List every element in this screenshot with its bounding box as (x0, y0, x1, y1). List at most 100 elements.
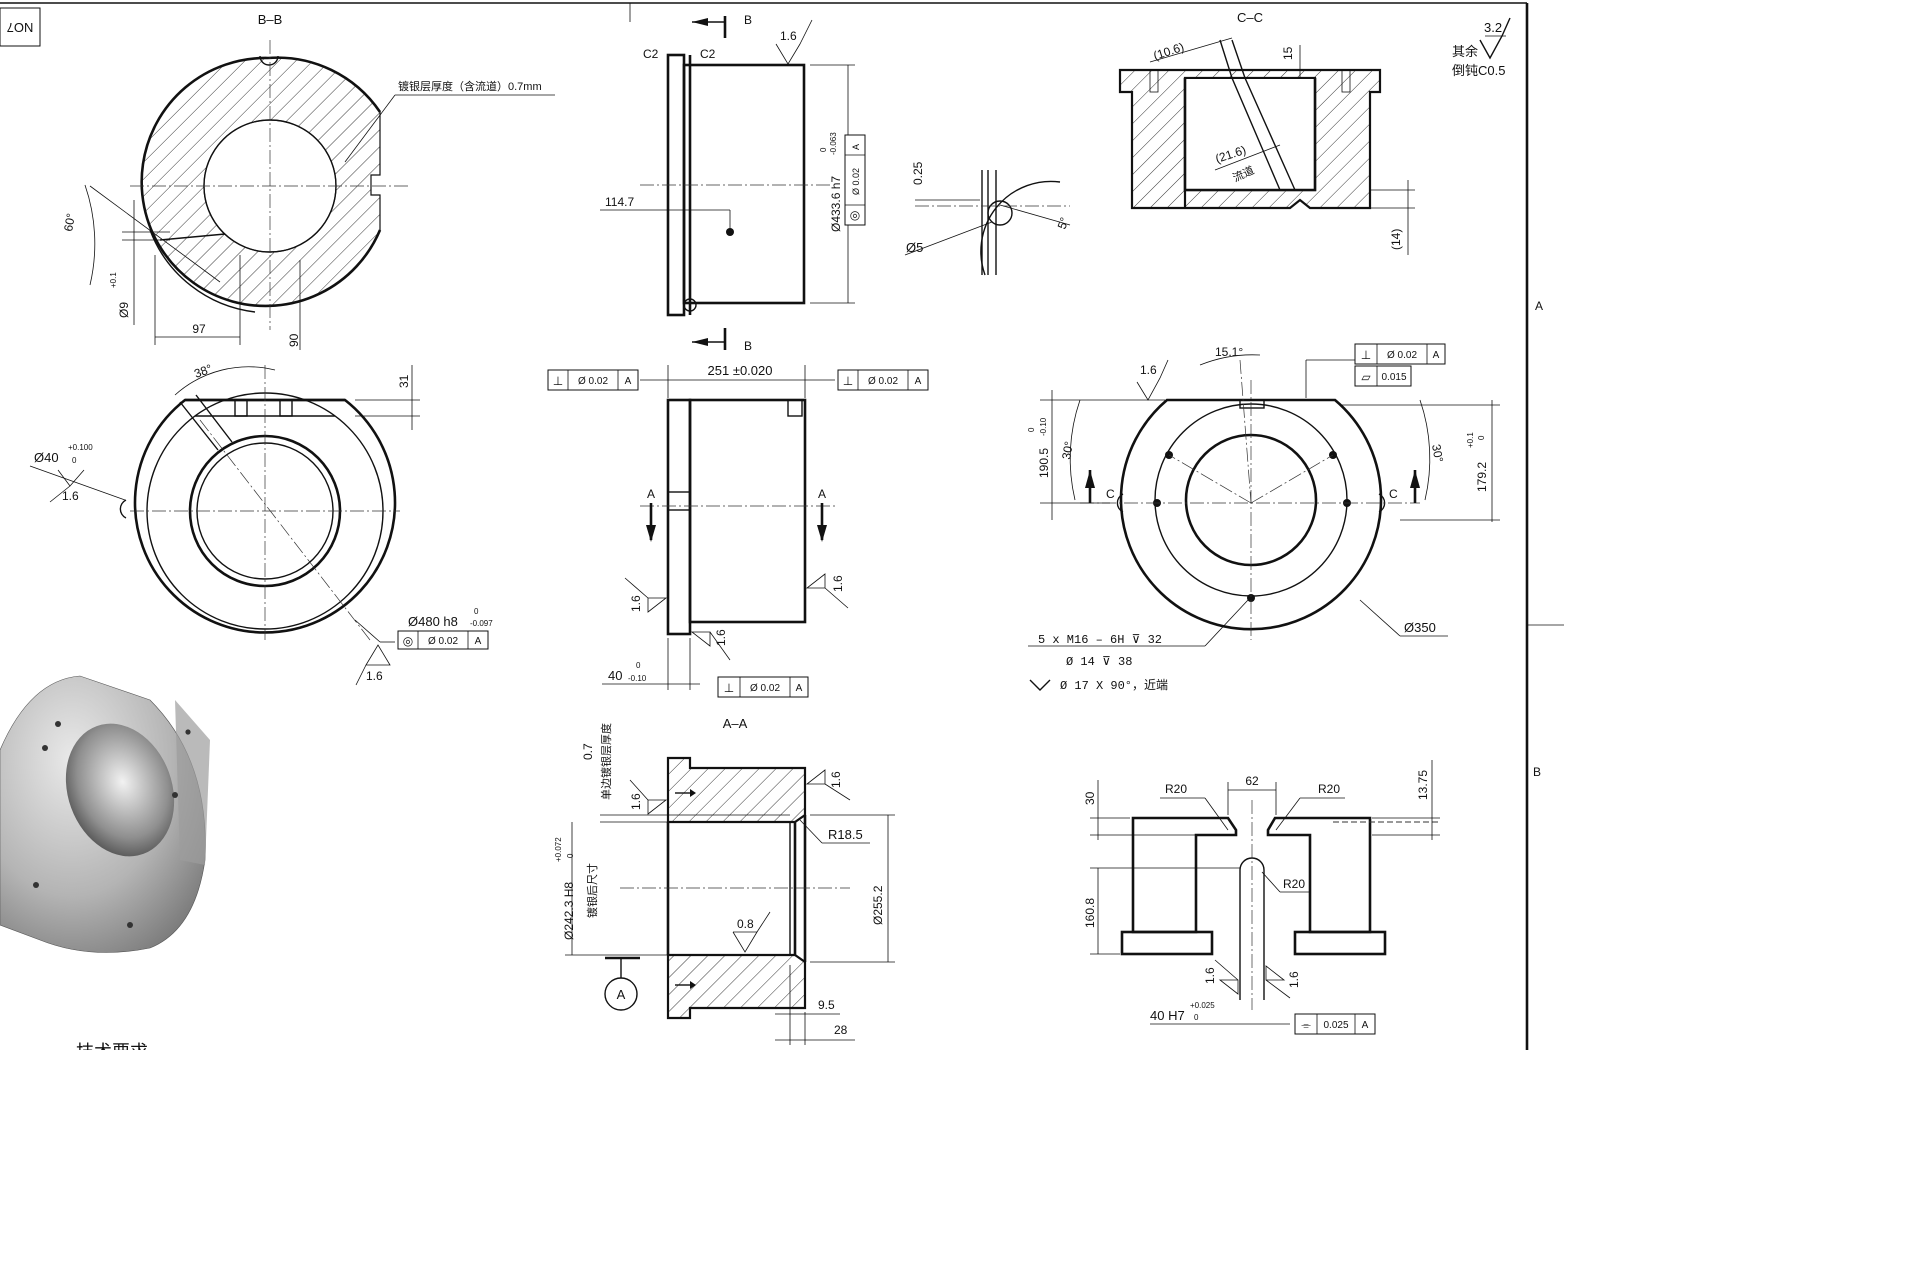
bvr-fcf: ⌯ 0.025 A (1294, 1013, 1376, 1035)
bvr-rough-right: 1.6 (1287, 971, 1301, 988)
svm-fcf-bot-sym: ⊥ (724, 681, 734, 695)
svt-dim-114: 114.7 (605, 195, 634, 209)
tvr-fcf2-val: 0.015 (1381, 372, 1406, 383)
svm-dim-40-tol-low: -0.10 (628, 674, 647, 683)
bvr-fcf-sym: ⌯ (1301, 1018, 1311, 1032)
tvr-fcf1-val: Ø 0.02 (1387, 350, 1417, 361)
tvr-sect-c-left: C (1106, 487, 1115, 501)
general-text-1: 其余 (1452, 44, 1478, 59)
front-outer-tol-low: -0.097 (470, 619, 493, 628)
svm-rough-right-sym (805, 573, 849, 609)
sheet-frame: NO7 A B (0, 2, 1564, 1050)
bvr-rough-left-sym (1214, 959, 1239, 995)
front-bore-tol-up: +0.100 (68, 443, 93, 452)
svt-chamfer-left: C2 (643, 47, 659, 61)
tvr-fcf2-sym: ▱ (1361, 370, 1371, 384)
svm-sect-a-right: A (818, 487, 826, 501)
tvr-angle-left: 30° (1059, 440, 1076, 460)
tvr-dim-1792: 179.2 (1475, 462, 1489, 492)
svm-fcf-right-sym: ⊥ (843, 374, 853, 388)
zone-ref: NO7 (7, 20, 34, 35)
bb-hole-tol: +0.1 (109, 272, 118, 288)
tvr-dim-1792-up: +0.1 (1466, 432, 1475, 448)
svm-sect-a-left: A (647, 487, 655, 501)
aa-rough-3: 0.8 (737, 917, 754, 931)
svt-body (682, 63, 806, 305)
section-cc-view: C–C (10.6) 15 (21.6) 流道 (14) (1118, 10, 1415, 255)
bb-dim-90: 90 (287, 333, 301, 347)
bb-leader-note (344, 94, 396, 163)
tvr-thread-3: Ø 17 X 90°，近端 (1060, 678, 1168, 693)
svm-rough-left: 1.6 (629, 595, 643, 612)
aa-dim-28: 28 (834, 1023, 848, 1037)
bvr-dim-1375: 13.75 (1416, 770, 1430, 800)
bb-hole-dia: Ø9 (117, 302, 131, 318)
svm-fcf-bot-val: Ø 0.02 (750, 683, 780, 694)
general-text-2: 倒钝C0.5 (1452, 63, 1505, 78)
svm-flange (666, 398, 692, 636)
svt-fcf-val: Ø 0.02 (851, 168, 861, 195)
front-angle-38: 38° (192, 361, 214, 380)
front-fcf-datum: A (475, 636, 482, 647)
aa-radius: R18.5 (828, 827, 863, 842)
tvr-fcf-2: ▱ 0.015 (1354, 365, 1412, 387)
bb-outer-edge (140, 56, 382, 308)
aa-rough-3-sym (732, 911, 771, 953)
footer-caption: 技术要求 (76, 1042, 148, 1050)
tvr-rough: 1.6 (1140, 363, 1157, 377)
cc-dim-14: (14) (1389, 229, 1403, 250)
aa-dia-255: Ø255.2 (871, 885, 885, 925)
svt-section-mark-bot: B (744, 339, 752, 353)
front-bore-tol-low: 0 (72, 456, 77, 465)
bvr-slot-up: +0.025 (1190, 1001, 1215, 1010)
svm-fcf-right-val: Ø 0.02 (868, 376, 898, 387)
svm-fcf-right: ⊥ Ø 0.02 A (837, 369, 929, 391)
aa-bore-note: 镀银后尺寸 (585, 863, 599, 918)
aa-dim-95: 9.5 (818, 998, 835, 1012)
tvr-fcf1-datum: A (1433, 350, 1440, 361)
front-angle-arc (174, 366, 276, 396)
bvr-dim-62: 62 (1245, 774, 1259, 788)
aa-rough-2-sym (805, 769, 851, 801)
front-fcf: ◎ Ø 0.02 A (397, 630, 489, 650)
bvr-r20-left: R20 (1165, 782, 1187, 796)
aa-plating-dim: 0.7 (581, 743, 595, 760)
bvr-r20-center: R20 (1283, 877, 1305, 891)
zone-b-label: B (1533, 765, 1541, 779)
bb-dim-97: 97 (192, 322, 206, 336)
aa-upper-hatch (666, 756, 807, 824)
bvr-right-block (1266, 816, 1372, 934)
bvr-fcf-datum: A (1362, 1020, 1369, 1031)
svm-dim-251: 251 ±0.020 (708, 363, 773, 378)
svt-fcf-sym: ◎ (850, 208, 860, 222)
svt-outer-dia: Ø433.6 h7 (829, 176, 843, 232)
front-outer-dia: Ø480 h8 (408, 614, 458, 629)
zone-a-label: A (1535, 299, 1543, 313)
svm-body (688, 398, 807, 624)
tvr-dim-1905-low: -0.10 (1039, 417, 1048, 436)
tvr-dim-1905: 190.5 (1037, 448, 1051, 478)
bvr-dim-30: 30 (1083, 791, 1097, 805)
tvr-thread-1: 5 x M16 – 6H ⊽ 32 (1038, 633, 1162, 647)
tvr-dim-1905-up: 0 (1027, 427, 1036, 432)
tvr-angle-right: 30° (1429, 443, 1446, 463)
front-outer-tol-up: 0 (474, 607, 479, 616)
tvr-dim-1792-low: 0 (1477, 435, 1486, 440)
aa-bore-tol-up: +0.072 (554, 837, 563, 862)
svm-fcf-left: ⊥ Ø 0.02 A (547, 369, 639, 391)
general-note: 3.2 其余 倒钝C0.5 (1452, 17, 1511, 78)
front-slot-right (279, 399, 293, 417)
section-bb-title: B–B (258, 12, 283, 27)
aa-bore-dim: Ø242.3 H8 (562, 882, 576, 940)
section-aa-view: A–A 0.7 单边镀银层厚度 1.6 1.6 Ø242.3 H8 +0.072… (554, 716, 895, 1045)
svm-fcf-left-datum: A (625, 376, 632, 387)
svm-rough-bot-sym (690, 631, 731, 661)
drawing-sheet: NO7 A B B–B 镀银层厚度（含流道）0.7mm 60° Ø9 +0.1 … (0, 2, 1564, 1050)
tvr-outer-edge (1119, 398, 1383, 631)
front-view: 38° 31 Ø40 +0.100 0 1.6 Ø480 h8 0 -0.097… (29, 361, 493, 686)
front-fcf-sym: ◎ (403, 634, 413, 648)
section-bb-view: B–B 镀银层厚度（含流道）0.7mm 60° Ø9 +0.1 97 90 (61, 12, 555, 350)
bvr-slot: 40 H7 (1150, 1008, 1185, 1023)
svm-fcf-right-datum: A (915, 376, 922, 387)
general-rough-sym (1479, 17, 1511, 60)
